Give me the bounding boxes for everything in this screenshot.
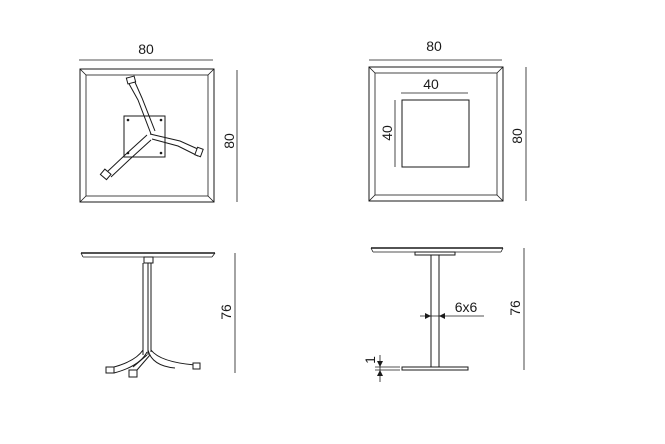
inner-height-dimension-label: 40 [379,125,395,141]
base-side-view: 76 [80,252,236,378]
depth-dimension-label: 80 [221,133,237,149]
tabletop-bevel [374,72,498,196]
plate-thickness-label: 1 [362,356,378,364]
width-dimension-label: 80 [426,38,442,54]
depth-dimension-label: 80 [509,128,525,144]
height-dimension-label: 76 [218,304,234,320]
base-plate [401,366,469,371]
tabletop-bevel [85,74,209,197]
width-dimension-label: 80 [138,41,154,57]
tabletop-outline [368,66,504,202]
inner-plate [401,99,470,168]
column-side-view: 6x6 1 76 [362,247,525,382]
star-base-legs [99,75,204,181]
tabletop-outline [79,68,215,203]
column [430,254,440,368]
inner-width-dimension-label: 40 [423,76,439,92]
height-dimension-label: 76 [507,300,523,316]
base-top-view: 80 80 [79,41,238,203]
column-section-label: 6x6 [455,299,478,315]
top-view-with-plate: 80 40 40 80 [368,38,527,202]
